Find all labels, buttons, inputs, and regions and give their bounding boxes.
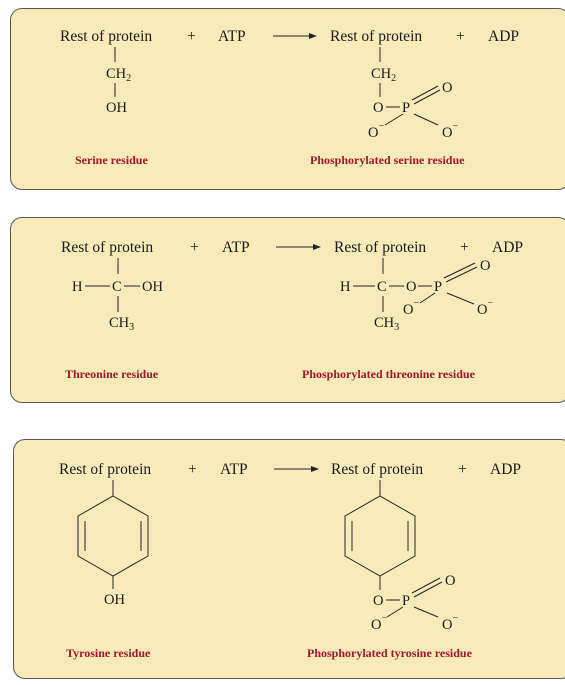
double-bond xyxy=(413,581,443,598)
plus-sign: + xyxy=(460,239,469,256)
bond xyxy=(419,292,436,304)
carbon-atom: C xyxy=(377,279,387,295)
oxygen-anion: O− xyxy=(368,121,384,141)
double-bond xyxy=(445,266,478,283)
bond xyxy=(446,292,475,305)
double-bond xyxy=(411,85,439,101)
atp-label: ATP xyxy=(218,28,246,45)
plus-sign: + xyxy=(456,28,465,45)
threonine-reaction: Rest of protein + ATP Rest of protein + … xyxy=(61,239,523,381)
reactant-label: Rest of protein xyxy=(61,239,153,256)
oxygen-atom: O xyxy=(442,80,452,96)
methyl-group: CH3 xyxy=(374,315,399,333)
carbon-atom: C xyxy=(112,279,122,295)
adp-label: ADP xyxy=(492,239,523,256)
adp-label: ADP xyxy=(488,28,519,45)
hydroxyl-group: OH xyxy=(142,279,163,295)
ch2-group: CH2 xyxy=(371,66,396,84)
oxygen-atom: O xyxy=(373,593,383,609)
phosphorus-atom: P xyxy=(402,593,410,609)
oxygen-anion: O− xyxy=(403,298,419,318)
serine-reaction: Rest of protein + ATP Rest of protein + … xyxy=(60,28,519,167)
oxygen-atom: O xyxy=(480,258,490,274)
oxygen-anion: O− xyxy=(371,613,387,633)
adp-label: ADP xyxy=(490,461,521,478)
double-bond xyxy=(443,262,476,279)
phosphoserine-label: Phosphorylated serine residue xyxy=(310,153,465,167)
atp-label: ATP xyxy=(222,239,250,256)
tyrosine-reaction: Rest of protein + ATP Rest of protein + … xyxy=(59,461,521,660)
benzene-ring xyxy=(77,495,149,577)
tyrosine-label: Tyrosine residue xyxy=(66,646,151,660)
phosphothreonine-label: Phosphorylated threonine residue xyxy=(302,367,476,381)
serine-panel xyxy=(10,8,565,190)
phosphotyrosine-label: Phosphorylated tyrosine residue xyxy=(307,646,473,660)
hydroxyl-group: OH xyxy=(106,100,127,116)
threonine-panel xyxy=(10,217,565,403)
double-bond xyxy=(411,577,441,594)
methyl-group: CH3 xyxy=(109,315,134,333)
plus-sign: + xyxy=(458,461,467,478)
plus-sign: + xyxy=(187,28,196,45)
hydrogen-atom: H xyxy=(340,279,351,295)
bond xyxy=(386,606,404,618)
reactant-label: Rest of protein xyxy=(60,28,152,45)
product-label: Rest of protein xyxy=(330,28,422,45)
atp-label: ATP xyxy=(220,461,248,478)
oxygen-anion: O− xyxy=(442,121,458,141)
plus-sign: + xyxy=(190,239,199,256)
product-label: Rest of protein xyxy=(334,239,426,256)
oxygen-anion: O− xyxy=(442,613,458,633)
oxygen-atom: O xyxy=(373,100,383,116)
tyrosine-panel xyxy=(13,439,565,679)
serine-label: Serine residue xyxy=(75,153,148,167)
bond xyxy=(413,606,439,618)
hydrogen-atom: H xyxy=(72,279,83,295)
oxygen-anion: O− xyxy=(477,298,493,318)
phosphorus-atom: P xyxy=(434,279,442,295)
bond xyxy=(413,113,439,126)
ch2-group: CH2 xyxy=(106,66,131,84)
oxygen-atom: O xyxy=(406,279,416,295)
product-label: Rest of protein xyxy=(331,461,423,478)
threonine-label: Threonine residue xyxy=(65,367,159,381)
hydroxyl-group: OH xyxy=(104,592,125,608)
phosphorus-atom: P xyxy=(402,100,410,116)
bond xyxy=(384,113,404,126)
benzene-ring xyxy=(344,495,416,577)
double-bond xyxy=(413,89,441,105)
plus-sign: + xyxy=(188,461,197,478)
reactant-label: Rest of protein xyxy=(59,461,151,478)
oxygen-atom: O xyxy=(445,573,455,589)
